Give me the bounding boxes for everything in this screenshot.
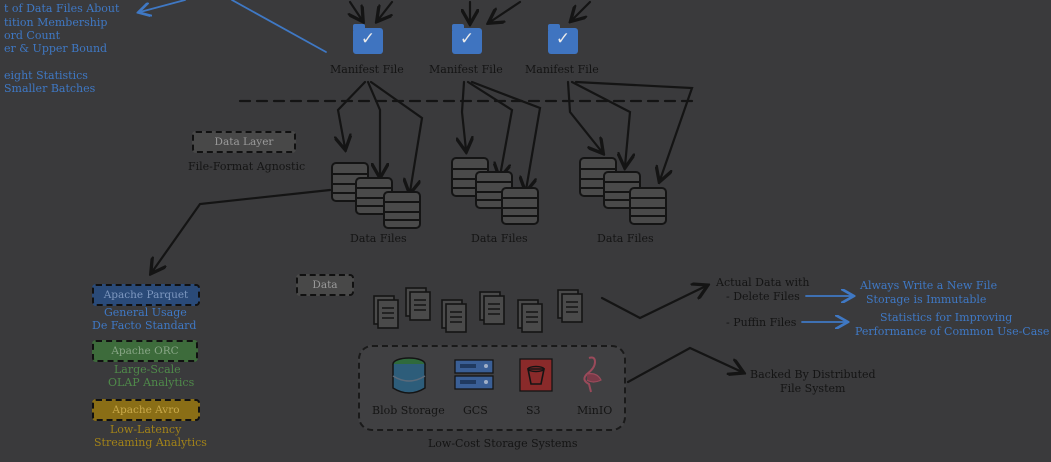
arrow-to-manifest-2b — [490, 0, 522, 22]
document-icon — [517, 299, 543, 333]
note-partition-membership: tition Membership — [4, 16, 108, 29]
data-files-stack-1 — [331, 162, 421, 229]
delete-note-line1: Always Write a New File — [860, 279, 998, 292]
s3-bucket-icon — [519, 358, 553, 392]
arrow-to-manifest-3 — [572, 0, 592, 20]
arrow-to-manifest-1a — [350, 0, 362, 20]
note-weight-statistics: eight Statistics — [4, 69, 88, 82]
data-files-stack-2 — [451, 157, 539, 225]
minio-label: MinIO — [577, 404, 613, 417]
puffin-note-line1: Statistics for Improving — [880, 311, 1013, 324]
document-icon — [441, 299, 467, 333]
data-badge: Data — [296, 274, 354, 296]
manifest-file-label-1: Manifest File — [330, 63, 404, 76]
apache-parquet-badge: Apache Parquet — [92, 284, 200, 306]
blue-arrow-top-left — [140, 0, 186, 12]
document-icon — [557, 289, 583, 323]
arrow-to-manifest-1b — [378, 0, 394, 20]
backed-by-line2: File System — [780, 382, 846, 395]
document-icon — [479, 291, 505, 325]
orc-desc-line2: OLAP Analytics — [108, 376, 195, 389]
delete-files-label: - Delete Files — [726, 290, 800, 303]
minio-flamingo-icon — [583, 356, 602, 393]
arrow-to-formats — [152, 188, 332, 272]
gcs-icon — [454, 359, 494, 390]
backed-by-line1: Backed By Distributed — [750, 368, 876, 381]
data-layer-subtitle: File-Format Agnostic — [188, 160, 306, 173]
avro-desc-line2: Streaming Analytics — [94, 436, 207, 449]
storage-caption: Low-Cost Storage Systems — [428, 437, 578, 450]
arrow-to-backed-by — [626, 346, 742, 384]
apache-avro-badge: Apache Avro — [92, 399, 200, 421]
note-smaller-batches: Smaller Batches — [4, 82, 96, 95]
note-lower-upper-bound: er & Upper Bound — [4, 42, 108, 55]
actual-data-title: Actual Data with — [716, 276, 810, 289]
avro-desc-line1: Low-Latency — [110, 423, 182, 436]
delete-note-line2: Storage is Immutable — [866, 293, 987, 306]
manifest-check-icon: ✓ — [452, 24, 482, 54]
manifest-check-icon: ✓ — [548, 24, 578, 54]
note-data-files-about: t of Data Files About — [4, 2, 120, 15]
data-layer-badge: Data Layer — [192, 131, 296, 153]
orc-desc-line1: Large-Scale — [114, 363, 181, 376]
manifest-file-label-2: Manifest File — [429, 63, 503, 76]
arrow-to-actual-data — [600, 286, 706, 320]
apache-orc-badge: Apache ORC — [92, 340, 198, 362]
puffin-note-line2: Performance of Common Use-Case — [855, 325, 1050, 338]
blob-storage-icon — [392, 357, 426, 394]
data-files-label-3: Data Files — [597, 232, 654, 245]
manifest-file-label-3: Manifest File — [525, 63, 599, 76]
data-files-label-2: Data Files — [471, 232, 528, 245]
note-record-count: ord Count — [4, 29, 61, 42]
data-files-label-1: Data Files — [350, 232, 407, 245]
document-icon — [405, 287, 431, 321]
blob-storage-label: Blob Storage — [372, 404, 445, 417]
manifest-check-icon: ✓ — [353, 24, 383, 54]
parquet-desc-line1: General Usage — [104, 306, 187, 319]
parquet-desc-line2: De Facto Standard — [92, 319, 197, 332]
gcs-label: GCS — [463, 404, 488, 417]
puffin-files-label: - Puffin Files — [726, 316, 797, 329]
s3-label: S3 — [526, 404, 541, 417]
data-files-stack-3 — [579, 157, 667, 225]
blue-line-top-left — [231, 0, 327, 53]
document-icon — [373, 295, 399, 329]
